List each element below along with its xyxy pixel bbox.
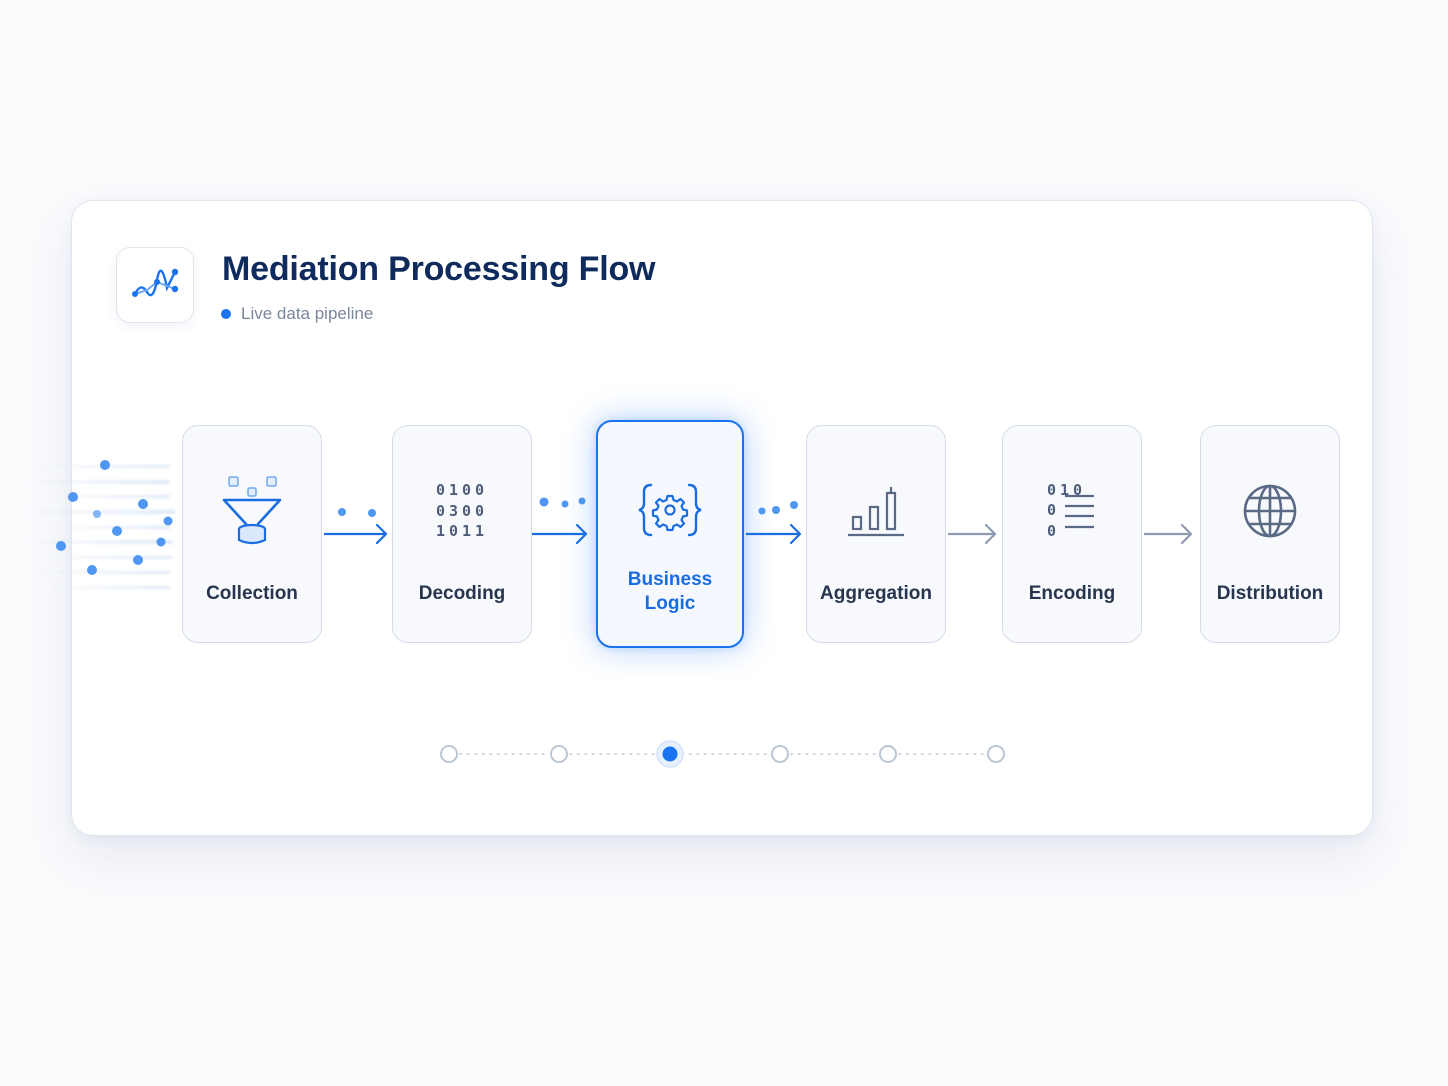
flow-particle bbox=[790, 501, 798, 509]
progress-step-3-active[interactable] bbox=[662, 746, 678, 762]
globe-icon bbox=[1243, 484, 1297, 538]
status-subtitle: Live data pipeline bbox=[221, 302, 373, 326]
encoded-list-icon: 010 0 0 bbox=[1003, 481, 1141, 541]
progress-step-2[interactable] bbox=[550, 745, 568, 763]
code-gear-icon bbox=[638, 483, 702, 537]
step-label-active: Business Logic bbox=[598, 568, 742, 616]
progress-tracker bbox=[440, 740, 1005, 768]
step-label: Collection bbox=[206, 583, 298, 604]
progress-step-4[interactable] bbox=[771, 745, 789, 763]
digit-row: 0 bbox=[1047, 501, 1061, 519]
flow-particle bbox=[758, 507, 766, 515]
step-label: Encoding bbox=[1028, 583, 1116, 604]
flow-particle bbox=[772, 506, 780, 514]
step-collection[interactable]: Collection bbox=[182, 425, 322, 643]
step-decoding[interactable]: 0100 0300 1011 Decoding bbox=[392, 425, 532, 643]
step-distribution[interactable]: Distribution bbox=[1200, 425, 1340, 643]
flow-particle bbox=[561, 500, 569, 508]
flow-particle bbox=[539, 497, 549, 507]
data-stream-particles bbox=[15, 460, 175, 589]
digit-row: 010 bbox=[1047, 481, 1087, 499]
digit-row: 0 bbox=[1047, 522, 1061, 540]
chart-line-icon bbox=[132, 268, 179, 297]
page-title: Mediation Processing Flow bbox=[222, 250, 656, 288]
step-label: Distribution bbox=[1216, 583, 1324, 604]
binary-row: 0300 bbox=[435, 501, 489, 520]
logo-tile bbox=[116, 247, 194, 323]
step-label: Decoding bbox=[418, 583, 506, 604]
bar-chart-icon bbox=[848, 487, 904, 537]
flow-particle bbox=[578, 497, 586, 505]
step-encoding[interactable]: 010 0 0 Encoding bbox=[1002, 425, 1142, 643]
progress-step-6[interactable] bbox=[987, 745, 1005, 763]
connector-encoding-distribution bbox=[1144, 523, 1193, 545]
connector-aggregation-encoding bbox=[948, 523, 997, 545]
step-label: Aggregation bbox=[820, 583, 932, 604]
progress-step-1[interactable] bbox=[440, 745, 458, 763]
list-lines-icon bbox=[1065, 494, 1094, 529]
connector-collection-decoding bbox=[324, 508, 388, 545]
progress-step-5[interactable] bbox=[879, 745, 897, 763]
step-aggregation[interactable]: Aggregation bbox=[806, 425, 946, 643]
binary-icon: 0100 0300 1011 bbox=[393, 481, 531, 541]
funnel-icon bbox=[222, 476, 282, 545]
live-indicator-dot bbox=[221, 309, 231, 319]
step-label-line: Logic bbox=[644, 593, 696, 614]
subtitle-text: Live data pipeline bbox=[241, 304, 374, 323]
step-business-logic[interactable]: Business Logic bbox=[596, 420, 744, 648]
step-label-line: Business bbox=[627, 569, 713, 590]
binary-row: 1011 bbox=[435, 522, 489, 541]
binary-row: 0100 bbox=[435, 481, 489, 500]
